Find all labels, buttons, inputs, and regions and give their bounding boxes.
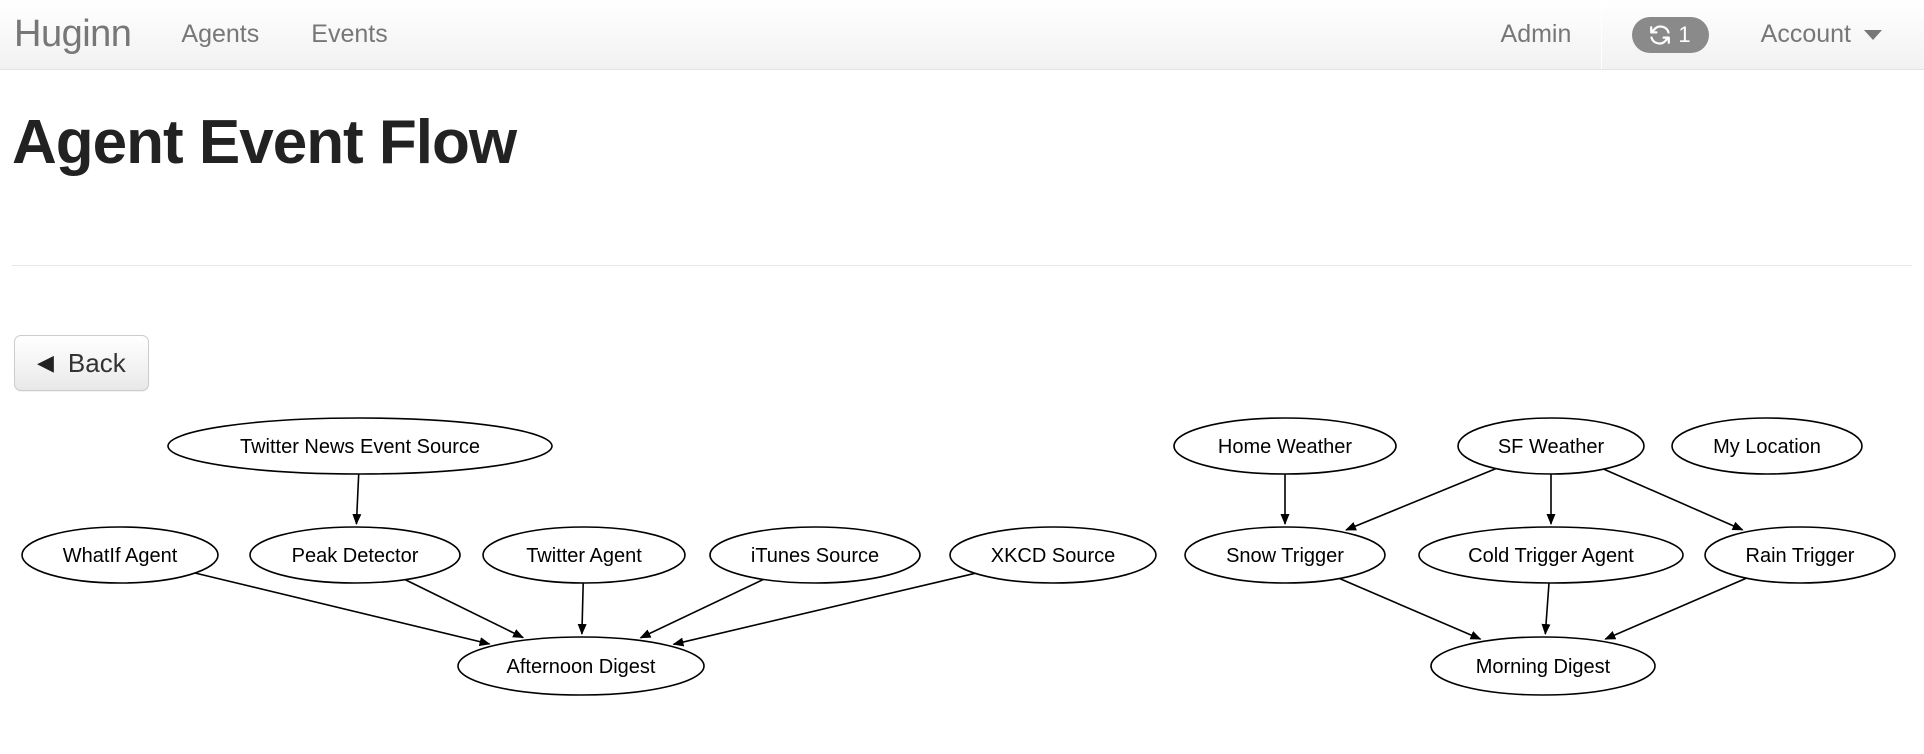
graph-node-whatif_agent[interactable]: WhatIf Agent <box>21 526 219 584</box>
node-ellipse <box>457 636 705 696</box>
node-label: iTunes Source <box>751 545 879 567</box>
graph-edge <box>1339 577 1482 640</box>
graph-edge <box>194 572 491 647</box>
graph-edge <box>672 572 976 647</box>
graph-edge <box>1603 468 1744 531</box>
chevron-down-icon <box>1864 29 1882 40</box>
node-label: WhatIf Agent <box>63 545 178 567</box>
graph-edge <box>639 578 764 639</box>
graph-edge <box>1604 577 1747 640</box>
graph-node-afternoon_digest[interactable]: Afternoon Digest <box>457 636 705 696</box>
chevron-left-icon: ◀ <box>37 350 54 375</box>
top-navbar: Huginn Agents Events Admin 1 Account <box>0 0 1924 70</box>
page-title: Agent Event Flow <box>12 108 517 177</box>
navbar-left-group: Huginn Agents Events <box>0 0 414 69</box>
account-label: Account <box>1760 20 1851 48</box>
node-ellipse <box>709 526 921 584</box>
node-ellipse <box>1671 417 1863 475</box>
node-ellipse <box>249 526 461 584</box>
title-divider <box>12 265 1912 266</box>
node-ellipse <box>1457 417 1645 475</box>
node-label: Home Weather <box>1218 436 1352 458</box>
node-label: Morning Digest <box>1476 656 1611 678</box>
nav-link-events[interactable]: Events <box>311 20 388 48</box>
nav-link-agents[interactable]: Agents <box>181 20 260 48</box>
back-button-label: Back <box>67 347 126 378</box>
back-button[interactable]: ◀ Back <box>14 335 149 391</box>
node-ellipse <box>167 417 553 475</box>
node-ellipse <box>1430 636 1656 696</box>
graph-edge <box>1345 467 1497 531</box>
graph-node-morning_digest[interactable]: Morning Digest <box>1430 636 1656 696</box>
node-label: SF Weather <box>1498 436 1605 458</box>
graph-node-xkcd_source[interactable]: XKCD Source <box>949 526 1157 584</box>
node-label: Cold Trigger Agent <box>1468 545 1634 567</box>
graph-node-twitter_agent[interactable]: Twitter Agent <box>482 526 686 584</box>
nav-link-admin[interactable]: Admin <box>1500 20 1572 48</box>
graph-node-snow_trigger[interactable]: Snow Trigger <box>1184 526 1386 584</box>
node-ellipse <box>1704 526 1896 584</box>
nav-dropdown-account[interactable]: Account <box>1735 0 1924 69</box>
job-indicator-badge[interactable]: 1 <box>1632 16 1709 53</box>
brand-logo-huginn[interactable]: Huginn <box>14 13 132 55</box>
node-label: Afternoon Digest <box>507 656 656 678</box>
node-label: Rain Trigger <box>1746 545 1855 567</box>
node-label: Snow Trigger <box>1226 545 1344 567</box>
graph-node-cold_trigger_agent[interactable]: Cold Trigger Agent <box>1418 526 1684 584</box>
node-ellipse <box>1418 526 1684 584</box>
graph-node-rain_trigger[interactable]: Rain Trigger <box>1704 526 1896 584</box>
graph-node-itunes_source[interactable]: iTunes Source <box>709 526 921 584</box>
node-ellipse <box>21 526 219 584</box>
graph-edge <box>577 582 587 635</box>
node-ellipse <box>1173 417 1397 475</box>
graph-edges <box>194 467 1747 647</box>
graph-edge <box>352 473 362 525</box>
node-ellipse <box>1184 526 1386 584</box>
graph-node-sf_weather[interactable]: SF Weather <box>1457 417 1645 475</box>
sync-icon <box>1648 23 1672 47</box>
graph-node-home_weather[interactable]: Home Weather <box>1173 417 1397 475</box>
node-label: XKCD Source <box>991 545 1116 567</box>
node-ellipse <box>482 526 686 584</box>
graph-node-twitter_news_event_source[interactable]: Twitter News Event Source <box>167 417 553 475</box>
graph-node-peak_detector[interactable]: Peak Detector <box>249 526 461 584</box>
navbar-divider <box>1601 0 1603 69</box>
job-indicator-count: 1 <box>1678 21 1691 47</box>
node-label: Twitter News Event Source <box>240 436 480 458</box>
navbar-right-group: Admin 1 Account <box>1475 0 1924 69</box>
node-label: My Location <box>1713 436 1821 458</box>
graph-node-my_location[interactable]: My Location <box>1671 417 1863 475</box>
node-ellipse <box>949 526 1157 584</box>
graph-edge <box>404 578 524 639</box>
page-content: Agent Event Flow ◀ Back Twitter News Eve… <box>0 70 1924 754</box>
graph-edge <box>1541 582 1551 635</box>
node-label: Peak Detector <box>292 545 419 567</box>
node-label: Twitter Agent <box>526 545 642 567</box>
